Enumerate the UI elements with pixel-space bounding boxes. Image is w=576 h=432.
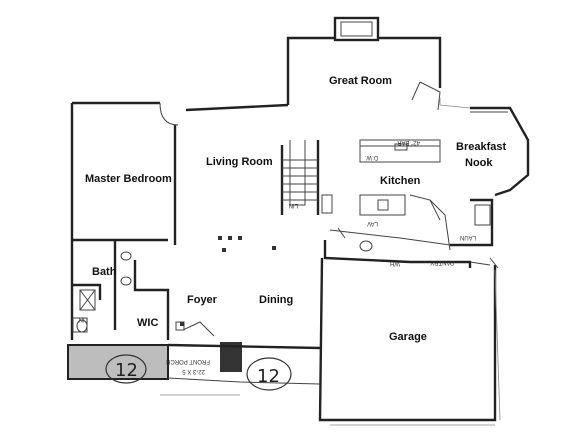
- wic-label: WIC: [137, 317, 158, 329]
- pantry-label: PANTRY: [430, 259, 454, 265]
- annotation-right-text: 12: [257, 366, 280, 387]
- great-room-walls: [286, 16, 471, 111]
- living-room-label: Living Room: [206, 156, 273, 168]
- garage-walls: [318, 257, 501, 426]
- porch-dims-label: 22-3 X 5: [182, 368, 205, 374]
- breakfast-nook-walls: [470, 106, 530, 197]
- lin-closet-label: LIN: [289, 202, 298, 208]
- foyer-label: Foyer: [187, 294, 218, 306]
- bath-label: Bath: [92, 266, 117, 278]
- lin-bath-label: LIN: [79, 316, 88, 322]
- column-markers: [180, 236, 276, 326]
- kitchen-fixtures: [359, 139, 451, 251]
- bar-label: 42" BAR: [397, 139, 420, 145]
- annotation-left: 12: [105, 354, 147, 384]
- dining-label: Dining: [259, 294, 293, 306]
- lav-kitchen-label: LAV: [367, 220, 378, 226]
- annotation-right: 12: [246, 357, 292, 391]
- wh-label: WH: [390, 260, 400, 266]
- master-bedroom-label: Master Bedroom: [85, 173, 172, 185]
- front-porch: [67, 321, 321, 396]
- laundry-walls: [323, 198, 494, 268]
- stairs: [280, 140, 333, 215]
- laun-label: LAUN: [460, 234, 476, 240]
- master-suite-walls: [70, 101, 289, 340]
- kitchen-label: Kitchen: [380, 175, 421, 187]
- great-room-label: Great Room: [329, 75, 392, 87]
- annotation-left-text: 12: [115, 360, 138, 381]
- breakfast-nook-label-line2: Nook: [465, 157, 493, 169]
- dw-label: D.W.: [365, 154, 378, 160]
- garage-label: Garage: [389, 331, 427, 343]
- front-porch-label: FRONT PORCH: [166, 358, 210, 364]
- breakfast-nook-label-line1: Breakfast: [456, 141, 506, 153]
